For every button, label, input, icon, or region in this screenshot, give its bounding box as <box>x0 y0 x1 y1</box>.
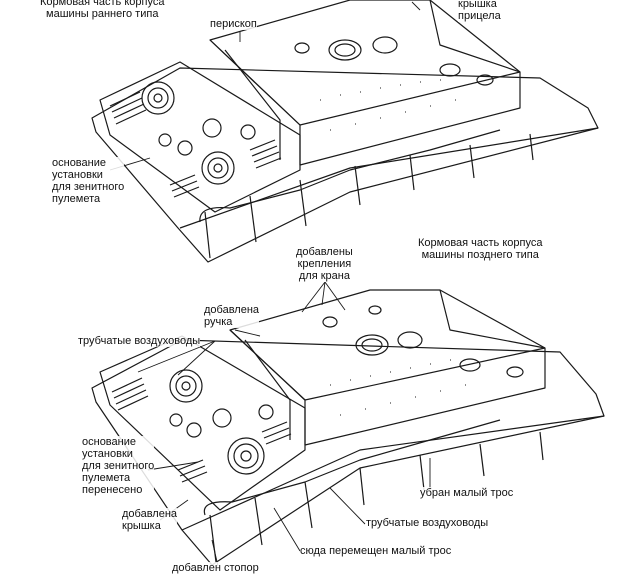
early-hull-caption: Кормовая часть корпуса машины раннего ти… <box>40 0 165 20</box>
label-aa-mount-moved: основание установки для зенитного пулеме… <box>82 436 155 496</box>
label-handle: добавлена ручка <box>204 304 260 328</box>
label-small-cable-removed: убран малый трос <box>420 487 514 499</box>
label-stopper-added: добавлен стопор <box>172 562 259 574</box>
early-hull-drawing <box>91 0 599 263</box>
label-aa-mount-base: основание установки для зенитного пулеме… <box>52 157 125 205</box>
label-tubular-ducts-bottom: трубчатые воздуховоды <box>366 517 489 529</box>
label-crane-mounts: добавлены крепления для крана <box>296 246 353 282</box>
label-sight-cover: крышка прицела <box>458 0 501 22</box>
leader-lines <box>109 1 431 567</box>
label-periscope: перископ <box>210 18 257 30</box>
label-lid-added: добавлена крышка <box>122 508 178 532</box>
label-small-cable-moved: сюда перемещен малый трос <box>300 545 452 557</box>
label-tubular-ducts-top: трубчатые воздуховоды <box>78 335 201 347</box>
late-hull-caption: Кормовая часть корпуса машины позднего т… <box>418 237 543 261</box>
